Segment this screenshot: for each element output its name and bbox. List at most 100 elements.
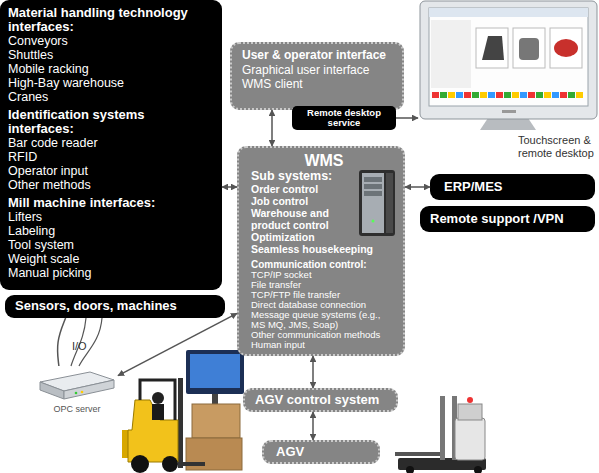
connector-label: I/O bbox=[72, 340, 87, 352]
agv-control-box: AGV control system bbox=[243, 388, 398, 412]
terminal-stand bbox=[212, 394, 218, 404]
node-content: ERP/MES bbox=[430, 174, 595, 200]
user-interface-box: User & operator interfaceGraphical user … bbox=[230, 42, 404, 110]
opc-device bbox=[36, 366, 118, 404]
illustration-shape bbox=[520, 92, 527, 98]
list-item: Tool system bbox=[8, 238, 201, 252]
illustration-shape bbox=[544, 92, 551, 98]
touchscreen-monitor: Touchscreen & remote desktop bbox=[418, 0, 599, 172]
device-led bbox=[81, 391, 84, 394]
connector-arrow bbox=[312, 412, 314, 440]
node-content: User & operator interfaceGraphical user … bbox=[232, 44, 402, 95]
illustration-shape bbox=[456, 92, 463, 98]
screen-product bbox=[554, 39, 578, 57]
agv-body bbox=[455, 418, 485, 460]
box-label: Remote desktop service bbox=[296, 108, 392, 128]
list-item: Cranes bbox=[8, 90, 201, 104]
method-item: TCP/FTP file transfer bbox=[251, 290, 397, 300]
node-content: Sensors, doors, machines bbox=[5, 295, 225, 317]
screen-pane bbox=[431, 20, 471, 88]
connector-arrow bbox=[405, 186, 430, 188]
box-body: Graphical user interface WMS client bbox=[242, 63, 392, 91]
box-heading: Communication control: bbox=[251, 259, 397, 270]
forklift-fork bbox=[183, 462, 205, 466]
list-item: Labeling bbox=[8, 224, 201, 238]
illustration-shape bbox=[536, 92, 543, 98]
connector-arrow bbox=[396, 117, 418, 119]
agv-box: AGV bbox=[262, 440, 380, 464]
server-bay bbox=[364, 177, 382, 182]
node-content: AGV bbox=[264, 442, 378, 462]
forklift-scene bbox=[122, 350, 244, 473]
service-box: Remote desktop service bbox=[292, 106, 396, 130]
box-label: ERP/MES bbox=[444, 179, 581, 195]
node-content: Touchscreen & remote desktop bbox=[518, 134, 598, 160]
server-bay bbox=[364, 184, 382, 189]
io-wires bbox=[71, 318, 102, 366]
agv-wheel bbox=[406, 466, 414, 473]
list-item: Conveyors bbox=[8, 34, 201, 48]
terminal-frame bbox=[186, 350, 244, 394]
list-heading: Material handling technology interfaces: bbox=[8, 6, 201, 34]
method-item: Other communication methods bbox=[251, 330, 397, 340]
list-item: High-Bay warehouse bbox=[8, 76, 201, 90]
illustration-shape bbox=[528, 92, 535, 98]
box-label: Sensors, doors, machines bbox=[15, 298, 215, 314]
agv-light bbox=[467, 397, 473, 403]
list-item: Manual picking bbox=[8, 266, 201, 280]
box-label: AGV bbox=[276, 444, 366, 460]
monitor-stand bbox=[480, 118, 536, 130]
box-heading: User & operator interface bbox=[242, 48, 392, 63]
list-item: Shuttles bbox=[8, 48, 201, 62]
list-item: Mobile racking bbox=[8, 62, 201, 76]
monitor-bezel bbox=[420, 1, 597, 119]
forklift-driver bbox=[152, 392, 164, 404]
illustration-shape bbox=[576, 92, 583, 98]
server-case bbox=[359, 170, 395, 236]
list-item: Lifters bbox=[8, 210, 201, 224]
screen-header bbox=[429, 8, 588, 17]
node-content: AGV control system bbox=[245, 390, 396, 410]
illustration-shape bbox=[448, 92, 455, 98]
node-content: Remote desktop service bbox=[292, 106, 396, 130]
device-front bbox=[40, 382, 64, 399]
server-bay bbox=[364, 191, 382, 196]
interface-list-box: Material handling technology interfaces:… bbox=[0, 0, 222, 290]
box-label: Remote support /VPN bbox=[430, 211, 585, 227]
box-label: AGV control system bbox=[255, 392, 386, 408]
method-item: Human input bbox=[251, 340, 397, 350]
device-side bbox=[64, 380, 114, 399]
device-label: Touchscreen & remote desktop bbox=[518, 134, 598, 160]
screen-product bbox=[482, 36, 504, 60]
connector-arrow bbox=[118, 313, 237, 375]
illustration-shape bbox=[480, 92, 487, 98]
connector-arrow bbox=[222, 186, 237, 188]
monitor-illustration bbox=[418, 0, 599, 130]
illustration-shape bbox=[488, 92, 495, 98]
agv-vehicle bbox=[395, 396, 486, 473]
screen-product bbox=[519, 38, 539, 60]
connector-arrow bbox=[58, 318, 66, 366]
screen-card bbox=[550, 28, 582, 68]
forklift-wheel bbox=[131, 455, 149, 473]
illustration-shape bbox=[496, 92, 503, 98]
list-item: RFID bbox=[8, 150, 201, 164]
forklift-driver bbox=[152, 404, 164, 420]
cargo-box bbox=[192, 404, 240, 438]
screen-card bbox=[513, 28, 545, 68]
server-side bbox=[386, 173, 393, 233]
illustration-shape bbox=[568, 92, 575, 98]
illustration-shape bbox=[504, 92, 511, 98]
forklift-body bbox=[128, 400, 178, 462]
monitor-screen bbox=[429, 8, 588, 106]
list-heading: Mill machine interfaces: bbox=[8, 196, 201, 210]
illustration-shape bbox=[440, 92, 447, 98]
agv-mast bbox=[440, 396, 445, 460]
node-content: Material handling technology interfaces:… bbox=[0, 0, 222, 280]
agv-fork bbox=[395, 452, 445, 456]
terminal-screen bbox=[190, 354, 240, 388]
node-content: OPC server bbox=[36, 404, 118, 414]
node-content: Remote support /VPN bbox=[420, 206, 595, 232]
subsystem-item: Seamless housekeeping bbox=[251, 243, 397, 255]
